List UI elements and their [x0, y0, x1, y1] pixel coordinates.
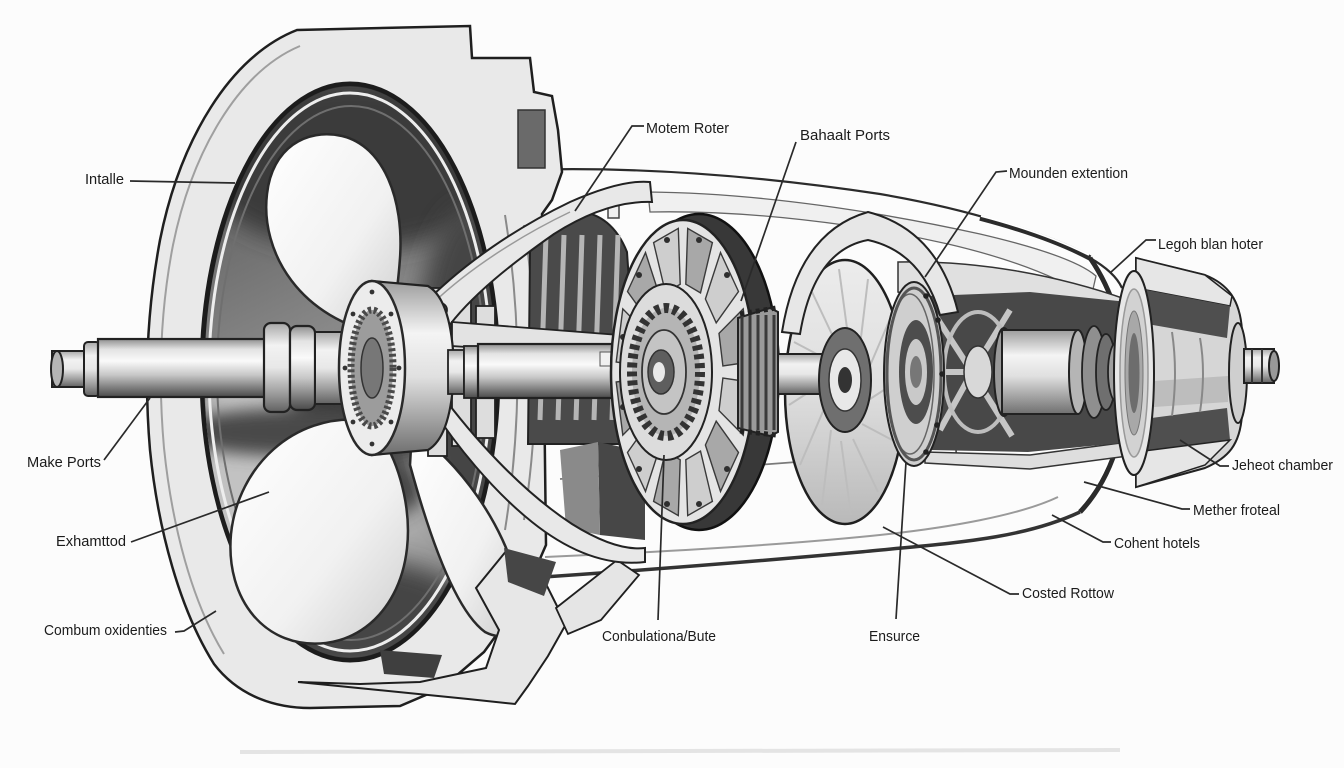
svg-text:Combum oxidenties: Combum oxidenties	[44, 622, 167, 639]
svg-text:Conbulationa/Bute: Conbulationa/Bute	[602, 628, 716, 645]
svg-text:Legoh blan hoter: Legoh blan hoter	[1158, 236, 1263, 253]
svg-text:Jeheot chamber: Jeheot chamber	[1232, 457, 1333, 474]
svg-text:Cohent hotels: Cohent hotels	[1114, 535, 1200, 552]
svg-text:Make Ports: Make Ports	[27, 454, 101, 471]
svg-text:Ensurce: Ensurce	[869, 628, 920, 645]
svg-text:Mounden extention: Mounden extention	[1009, 165, 1128, 182]
svg-text:Intalle: Intalle	[85, 171, 124, 188]
svg-text:Bahaalt Ports: Bahaalt Ports	[800, 127, 890, 144]
svg-text:Exhamttod: Exhamttod	[56, 533, 126, 550]
svg-text:Mether froteal: Mether froteal	[1193, 502, 1280, 519]
svg-text:Motem Roter: Motem Roter	[646, 120, 729, 137]
svg-text:Costed Rottow: Costed Rottow	[1022, 585, 1114, 602]
